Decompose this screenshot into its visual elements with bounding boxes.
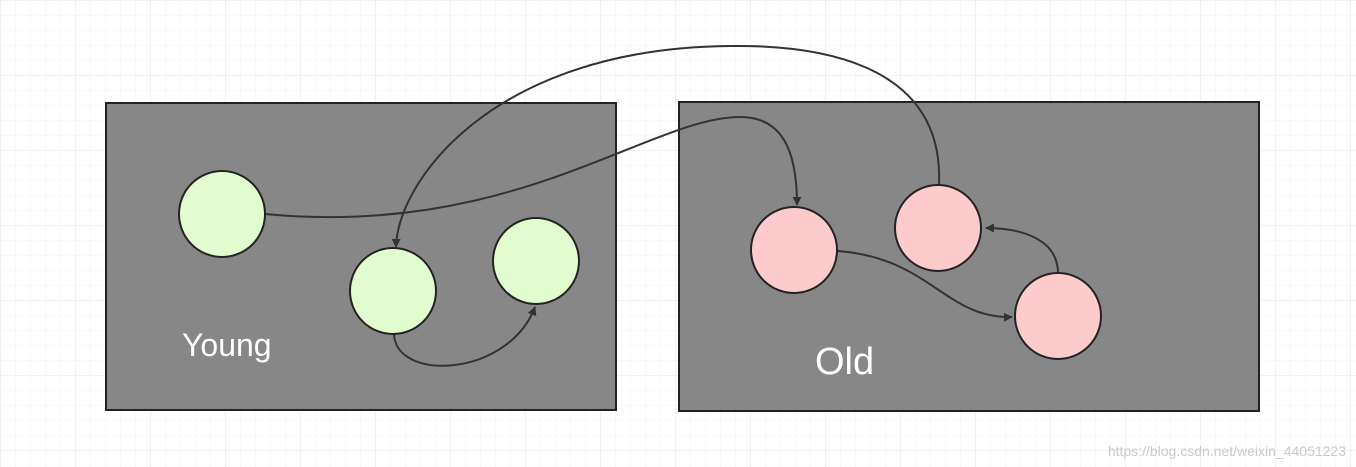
reference-arrows — [264, 44, 1059, 367]
old-region-label: Old — [815, 341, 874, 383]
old-object-1 — [750, 206, 838, 294]
edge-young-object-2-to-young-object-3 — [393, 306, 537, 367]
edge-young-object-1-to-old-object-1 — [264, 115, 802, 219]
watermark-text: https://blog.csdn.net/weixin_44051223 — [1108, 443, 1346, 459]
young-object-3 — [492, 217, 580, 305]
old-object-2 — [894, 184, 982, 272]
young-objects — [178, 170, 580, 335]
young-object-2 — [349, 247, 437, 335]
young-object-1 — [178, 170, 266, 258]
old-objects — [750, 184, 1102, 360]
edge-old-object-1-to-old-object-3 — [837, 250, 1013, 322]
edge-old-object-2-to-young-object-2 — [391, 44, 941, 248]
edge-old-object-3-to-old-object-2 — [985, 223, 1059, 273]
old-object-3 — [1014, 272, 1102, 360]
young-region-label: Young — [182, 327, 272, 363]
